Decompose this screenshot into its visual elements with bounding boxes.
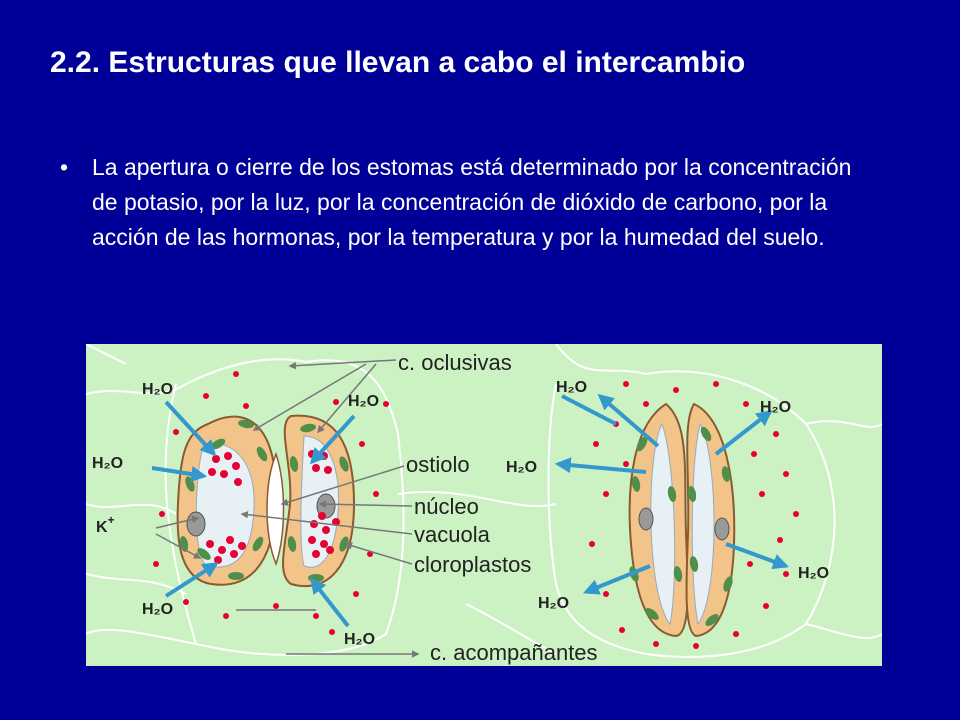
label-h2o-9: H₂O <box>798 565 829 582</box>
label-h2o-1: H₂O <box>142 381 173 398</box>
label-h2o-5: H₂O <box>344 631 375 648</box>
stoma-closed <box>628 402 736 638</box>
label-h2o-6: H₂O <box>556 379 587 396</box>
label-h2o-2: H₂O <box>92 455 123 472</box>
label-vacuola: vacuola <box>414 522 491 547</box>
label-ostiolo: ostiolo <box>406 452 470 477</box>
potassium-ions-inside <box>206 450 340 564</box>
ostiole-opening <box>266 451 285 567</box>
label-h2o-8: H₂O <box>760 399 791 416</box>
nucleus-left <box>186 511 206 537</box>
label-potassium: K+ <box>96 513 115 536</box>
label-oclusivas: c. oclusivas <box>398 350 512 375</box>
water-arrows <box>151 393 790 628</box>
label-acompanantes: c. acompañantes <box>430 640 598 665</box>
label-h2o-7: H₂O <box>506 459 537 476</box>
bullet-item: • La apertura o cierre de los estomas es… <box>60 150 880 255</box>
stomata-diagram: c. oclusivas ostiolo núcleo vacuola clor… <box>86 344 882 666</box>
label-nucleo: núcleo <box>414 494 479 519</box>
label-cloroplastos: cloroplastos <box>414 552 531 577</box>
potassium-ions-outside <box>153 371 799 649</box>
label-h2o-10: H₂O <box>538 595 569 612</box>
pointer-arrows <box>155 359 420 658</box>
label-h2o-4: H₂O <box>348 393 379 410</box>
bullet-mark: • <box>60 154 69 180</box>
slide-title: 2.2. Estructuras que llevan a cabo el in… <box>50 46 746 79</box>
label-h2o-3: H₂O <box>142 601 173 618</box>
bullet-text: La apertura o cierre de los estomas está… <box>92 154 852 250</box>
stomata-diagram-svg: c. oclusivas ostiolo núcleo vacuola clor… <box>86 344 882 665</box>
